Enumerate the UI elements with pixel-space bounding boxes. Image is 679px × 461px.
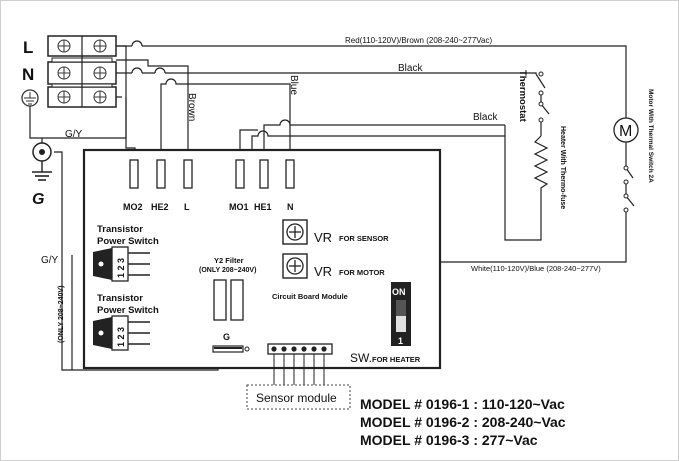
vr-motor-main: VR: [314, 264, 332, 279]
motor-icon: M: [613, 117, 639, 143]
model-line-1: MODEL # 0196-1 : 110-120~Vac: [360, 396, 565, 412]
wire-black-top: [116, 72, 537, 74]
terminal-n-label: N: [22, 65, 34, 84]
pin-he2-label: HE2: [151, 202, 169, 212]
transistor-2-icon: [93, 315, 150, 351]
switch-number: 1: [398, 336, 403, 346]
heater-element: [504, 125, 549, 241]
terminal-block: [47, 35, 117, 108]
wire-label-red-brown: Red(110-120V)/Brown (208-240~277Vac): [345, 36, 492, 45]
wire-black-mid: [251, 130, 505, 160]
model-line-3: MODEL # 0196-3 : 277~Vac: [360, 432, 538, 448]
motor-label: Motor With Thermal Switch 2A: [647, 89, 654, 183]
wire-crossover: [131, 40, 143, 47]
pin-he1-label: HE1: [254, 202, 272, 212]
transistor-1-icon: [93, 246, 150, 282]
vr-motor-icon: [282, 253, 308, 279]
pin-n-label: N: [287, 202, 294, 212]
wire-label-black-mid: Black: [473, 112, 498, 123]
thermostat-switch: [535, 73, 546, 89]
wire-label-gy-left: G/Y: [41, 255, 59, 266]
heater-dip-switch: [391, 282, 411, 346]
wire-label-black-top: Black: [398, 63, 423, 74]
model-line-2: MODEL # 0196-2 : 208-240~Vac: [360, 414, 566, 430]
terminal-ground-icon: [21, 89, 39, 107]
pin-mo2-label: MO2: [123, 202, 143, 212]
terminal-l-label: L: [23, 38, 33, 57]
sw-sub: FOR HEATER: [372, 355, 421, 364]
wire-label-white-blue: White(110-120V)/Blue (208-240~277V): [471, 264, 601, 273]
sensor-module-label: Sensor module: [256, 391, 337, 405]
filter-label-line2: (ONLY 208~240V): [199, 267, 256, 274]
sensor-module-box: [246, 384, 351, 410]
ground-icon: [32, 142, 52, 181]
transistor-1-label-line2: Power Switch: [97, 236, 159, 247]
vr-sensor-icon: [282, 219, 308, 245]
transistor-1-pins: 1 2 3: [116, 258, 126, 278]
sw-main: SW.: [350, 351, 372, 365]
filter-ground-connector: [212, 345, 250, 353]
transistor-2-label-line2: Power Switch: [97, 305, 159, 316]
wire-label-gy-top: G/Y: [65, 129, 83, 140]
vr-motor-sub: FOR MOTOR: [339, 268, 385, 277]
thermostat-label: Thermostat: [517, 70, 528, 123]
wire-label-brown: Brown: [186, 93, 197, 121]
vr-sensor-sub: FOR SENSOR: [339, 234, 389, 243]
pin-l-label: L: [184, 202, 190, 212]
wire-blue: [160, 78, 291, 160]
filter-ground-label: G: [223, 332, 230, 342]
ground-label: G: [32, 191, 44, 208]
filter-label-line1: Y2 Filter: [214, 256, 244, 265]
y2-filter-icon: [213, 279, 244, 321]
wire-label-only-208: (ONLY 208~240V): [58, 286, 65, 343]
motor-symbol: M: [619, 123, 632, 140]
wire-motor-down: [625, 142, 634, 179]
transistor-2-pins: 1 2 3: [116, 327, 126, 347]
board-pins: [129, 159, 295, 189]
wire-label-blue: Blue: [288, 75, 299, 95]
wire-brown: [116, 59, 189, 160]
module-label: Circuit Board Module: [272, 292, 348, 301]
transistor-2-label-line1: Transistor: [97, 293, 143, 304]
sensor-connector: [267, 343, 333, 385]
heater-label: Heater With Thermo-fuse: [559, 126, 566, 209]
wire-gy-top: [29, 97, 127, 139]
transistor-1-label-line1: Transistor: [97, 224, 143, 235]
vr-sensor-main: VR: [314, 230, 332, 245]
wire-crossovers-n: [131, 67, 166, 74]
pin-mo1-label: MO1: [229, 202, 249, 212]
switch-on-label: ON: [392, 287, 406, 297]
